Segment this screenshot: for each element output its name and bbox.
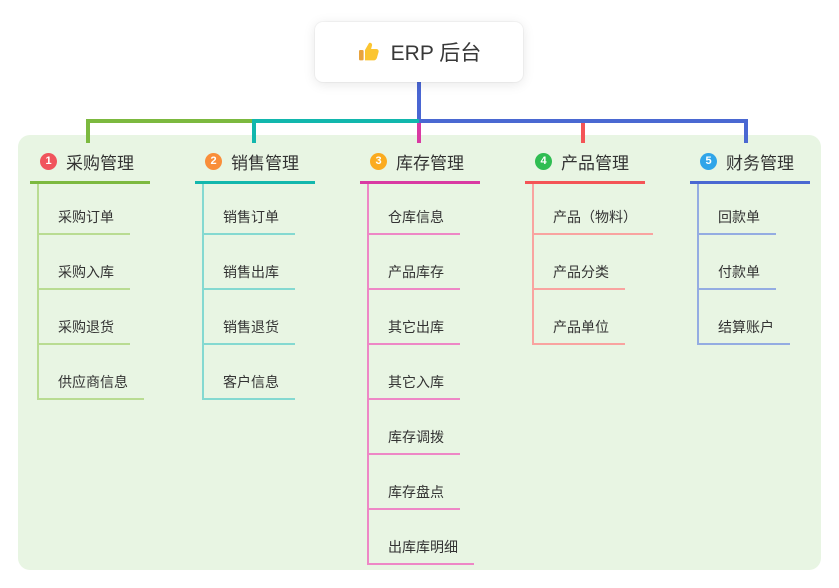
branch-label: 产品管理 [561,154,629,173]
child-label: 库存调拨 [369,427,460,455]
branch-inventory-title[interactable]: 3 库存管理 [360,143,480,184]
child-label: 供应商信息 [39,372,144,400]
branch-purchase-children: 采购订单 采购入库 采购退货 供应商信息 [37,184,150,400]
child-node[interactable]: 付款单 [699,235,810,290]
child-node[interactable]: 出库库明细 [369,510,480,565]
branch-inventory: 3 库存管理 仓库信息 产品库存 其它出库 其它入库 库存调拨 库存盘点 [360,143,480,565]
child-label: 付款单 [699,262,776,290]
child-node[interactable]: 结算账户 [699,290,810,345]
branch-label: 销售管理 [231,154,299,173]
child-node[interactable]: 采购订单 [39,184,150,235]
child-label: 库存盘点 [369,482,460,510]
child-node[interactable]: 销售退货 [204,290,315,345]
child-node[interactable]: 产品（物料） [534,184,653,235]
child-node[interactable]: 库存盘点 [369,455,480,510]
child-node[interactable]: 供应商信息 [39,345,150,400]
branch-number-badge: 1 [40,153,57,170]
child-label: 其它入库 [369,372,460,400]
child-node[interactable]: 销售订单 [204,184,315,235]
child-node[interactable]: 回款单 [699,184,810,235]
child-node[interactable]: 库存调拨 [369,400,480,455]
branch-sales: 2 销售管理 销售订单 销售出库 销售退货 客户信息 [195,143,315,400]
branch-finance-title[interactable]: 5 财务管理 [690,143,810,184]
child-label: 产品单位 [534,317,625,345]
child-label: 销售出库 [204,262,295,290]
child-label: 销售订单 [204,207,295,235]
branch-product: 4 产品管理 产品（物料） 产品分类 产品单位 [525,143,653,345]
child-node[interactable]: 采购退货 [39,290,150,345]
root-label: ERP 后台 [390,42,482,65]
child-node[interactable]: 产品分类 [534,235,653,290]
branch-purchase: 1 采购管理 采购订单 采购入库 采购退货 供应商信息 [30,143,150,400]
child-label: 采购退货 [39,317,130,345]
child-node[interactable]: 采购入库 [39,235,150,290]
branch-purchase-title[interactable]: 1 采购管理 [30,143,150,184]
child-node[interactable]: 其它出库 [369,290,480,345]
child-label: 出库库明细 [369,537,474,565]
child-label: 回款单 [699,207,776,235]
child-label: 产品（物料） [534,207,653,235]
branch-inventory-children: 仓库信息 产品库存 其它出库 其它入库 库存调拨 库存盘点 出库库明细 [367,184,480,565]
child-node[interactable]: 销售出库 [204,235,315,290]
branch-sales-title[interactable]: 2 销售管理 [195,143,315,184]
branch-label: 库存管理 [396,154,464,173]
child-node[interactable]: 其它入库 [369,345,480,400]
branch-finance-children: 回款单 付款单 结算账户 [697,184,810,345]
branch-product-children: 产品（物料） 产品分类 产品单位 [532,184,653,345]
child-node[interactable]: 产品库存 [369,235,480,290]
thumbs-up-icon [358,42,379,61]
branch-label: 财务管理 [726,154,794,173]
child-label: 其它出库 [369,317,460,345]
child-node[interactable]: 客户信息 [204,345,315,400]
child-label: 销售退货 [204,317,295,345]
child-label: 结算账户 [699,317,790,345]
child-label: 产品分类 [534,262,625,290]
child-label: 采购入库 [39,262,130,290]
child-label: 仓库信息 [369,207,460,235]
branch-number-badge: 5 [700,153,717,170]
root-node[interactable]: ERP 后台 [315,22,523,82]
child-label: 采购订单 [39,207,130,235]
branch-product-title[interactable]: 4 产品管理 [525,143,645,184]
child-label: 客户信息 [204,372,295,400]
branch-number-badge: 4 [535,153,552,170]
branch-label: 采购管理 [66,154,134,173]
branch-number-badge: 3 [370,153,387,170]
child-label: 产品库存 [369,262,460,290]
branch-number-badge: 2 [205,153,222,170]
child-node[interactable]: 产品单位 [534,290,653,345]
branch-sales-children: 销售订单 销售出库 销售退货 客户信息 [202,184,315,400]
child-node[interactable]: 仓库信息 [369,184,480,235]
branch-finance: 5 财务管理 回款单 付款单 结算账户 [690,143,810,345]
branches-panel [18,135,821,570]
